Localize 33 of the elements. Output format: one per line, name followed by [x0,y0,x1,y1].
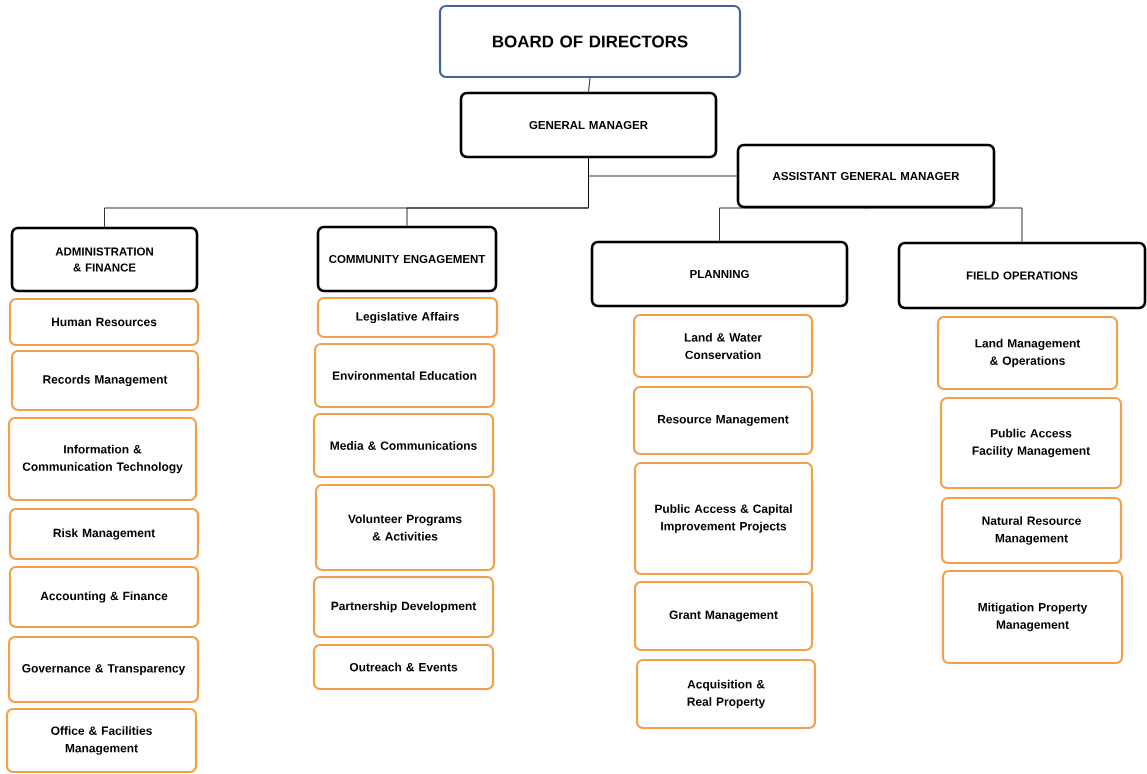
unit-box: Public Access Facility Management [939,396,1123,490]
title-box: BOARD OF DIRECTORS [438,4,742,79]
department-box: ASSISTANT GENERAL MANAGER [736,143,996,209]
unit-box: Information & Communication Technology [7,416,198,502]
unit-box: Mitigation Property Management [941,569,1124,665]
unit-box: Risk Management [8,507,200,561]
unit-box: Accounting & Finance [8,565,200,629]
unit-box: Office & Facilities Management [5,707,198,774]
connector-line [865,207,1023,243]
unit-box: Environmental Education [313,342,496,409]
connector-line [719,207,867,242]
unit-box: Natural Resource Management [940,496,1123,565]
unit-box: Public Access & Capital Improvement Projects [633,461,814,576]
unit-box: Volunteer Programs & Activities [314,483,496,572]
unit-box: Records Management [10,349,200,412]
unit-box: Legislative Affairs [316,296,499,339]
unit-box: Media & Communications [312,412,495,479]
unit-box: Governance & Transparency [7,635,200,704]
unit-box: Acquisition & Real Property [635,658,817,730]
unit-box: Resource Management [632,385,814,456]
department-box: ADMINISTRATION & FINANCE [10,226,199,293]
department-box: COMMUNITY ENGAGEMENT [316,225,498,293]
department-box: FIELD OPERATIONS [897,241,1147,310]
unit-box: Outreach & Events [312,643,495,691]
connector-line [588,77,591,93]
unit-box: Partnership Development [312,575,495,639]
unit-box: Land Management & Operations [936,315,1119,391]
unit-box: Grant Management [633,580,814,652]
unit-box: Human Resources [8,297,200,347]
department-box: GENERAL MANAGER [459,91,718,159]
unit-box: Land & Water Conservation [632,313,814,379]
connector-line [588,157,738,177]
department-box: PLANNING [590,240,849,308]
